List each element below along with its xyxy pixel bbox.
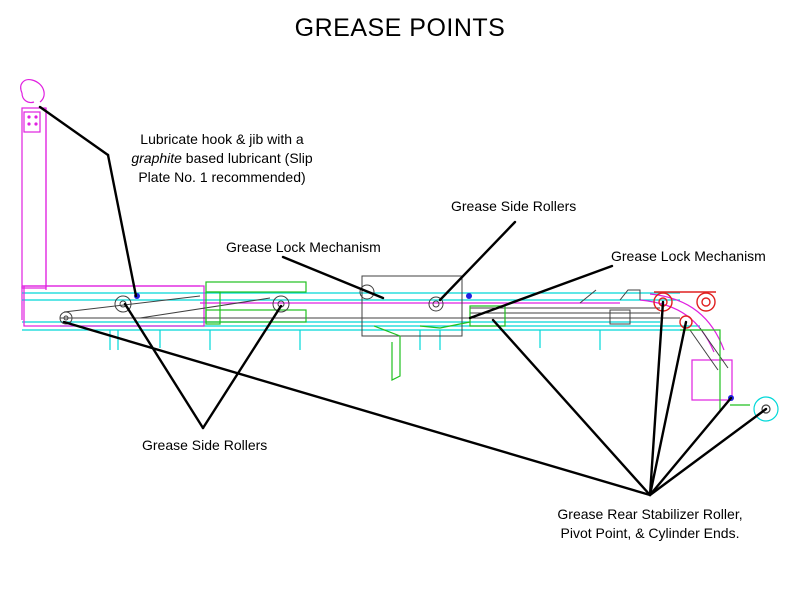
cylinder-parts [205,281,750,410]
leader-side-roller-2 [201,304,283,430]
label-hook-lubrication: Lubricate hook & jib with a graphite bas… [113,130,331,187]
leader-hook [38,105,110,157]
leader-rear-6 [648,407,768,497]
leader-jib [106,153,138,298]
leader-rear-2 [491,318,652,497]
leader-lock-left [281,255,385,300]
rear-cylinder-end [753,396,779,422]
label-hook-line2: graphite based lubricant (Slip [113,149,331,168]
hook-jib [20,79,200,320]
structure-lines [60,275,729,371]
hook-bolts [27,115,38,126]
leader-lock-right [468,264,614,320]
leader-rear-5 [648,396,733,497]
label-side-rollers-top: Grease Side Rollers [451,198,577,214]
leader-rear-1 [62,320,652,497]
rollers [59,284,444,325]
label-lock-mechanism-right: Grease Lock Mechanism [611,248,766,264]
front-roller [59,311,73,325]
label-hook-line3: Plate No. 1 recommended) [138,169,306,185]
leader-rear-3 [648,300,665,497]
label-hook-italic: graphite [131,150,182,166]
label-hook-line2-rest: based lubricant (Slip [181,150,313,166]
label-side-rollers-bottom: Grease Side Rollers [142,437,268,453]
side-roller-middle [272,295,290,313]
outer-frame [23,285,733,401]
side-roller-right [428,296,444,312]
label-hook-line1: Lubricate hook & jib with a [140,131,304,147]
leader-side-rollers-top [438,220,517,302]
leader-lines [38,105,768,497]
label-rear-line1: Grease Rear Stabilizer Roller, [557,506,743,522]
lock-roller [359,284,375,300]
diagram-title: GREASE POINTS [294,14,506,42]
leader-rear-4 [648,320,688,497]
label-rear-stabilizer: Grease Rear Stabilizer Roller, Pivot Poi… [530,505,770,543]
label-lock-mechanism-left: Grease Lock Mechanism [226,239,381,255]
side-roller-left [114,295,132,313]
leader-side-roller-1 [123,302,205,430]
blue-pivots [134,293,734,401]
label-rear-line2: Pivot Point, & Cylinder Ends. [560,525,740,541]
